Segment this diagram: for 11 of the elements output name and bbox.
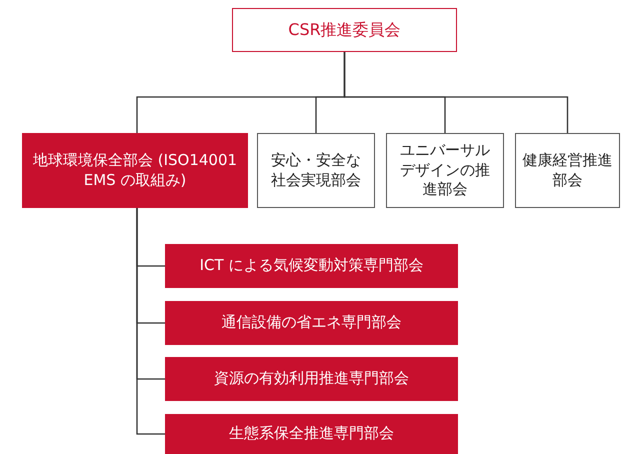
subcommittee-box: 資源の有効利用推進専門部会 [165, 357, 458, 401]
subcommittee-box: 通信設備の省エネ専門部会 [165, 301, 458, 345]
committee-box: 健康経営推進部会 [515, 133, 620, 208]
committee-box: 安心・安全な社会実現部会 [257, 133, 375, 208]
connector-line [344, 52, 568, 133]
committee-box: ユニバーサルデザインの推進部会 [386, 133, 504, 208]
committee-box: 地球環境保全部会 (ISO14001 EMS の取組み) [22, 133, 248, 208]
subcommittee-box: 生態系保全推進専門部会 [165, 414, 458, 454]
subcommittee-box: ICT による気候変動対策専門部会 [165, 244, 458, 288]
committee-box: CSR推進委員会 [232, 8, 457, 52]
connector-line [136, 208, 165, 435]
